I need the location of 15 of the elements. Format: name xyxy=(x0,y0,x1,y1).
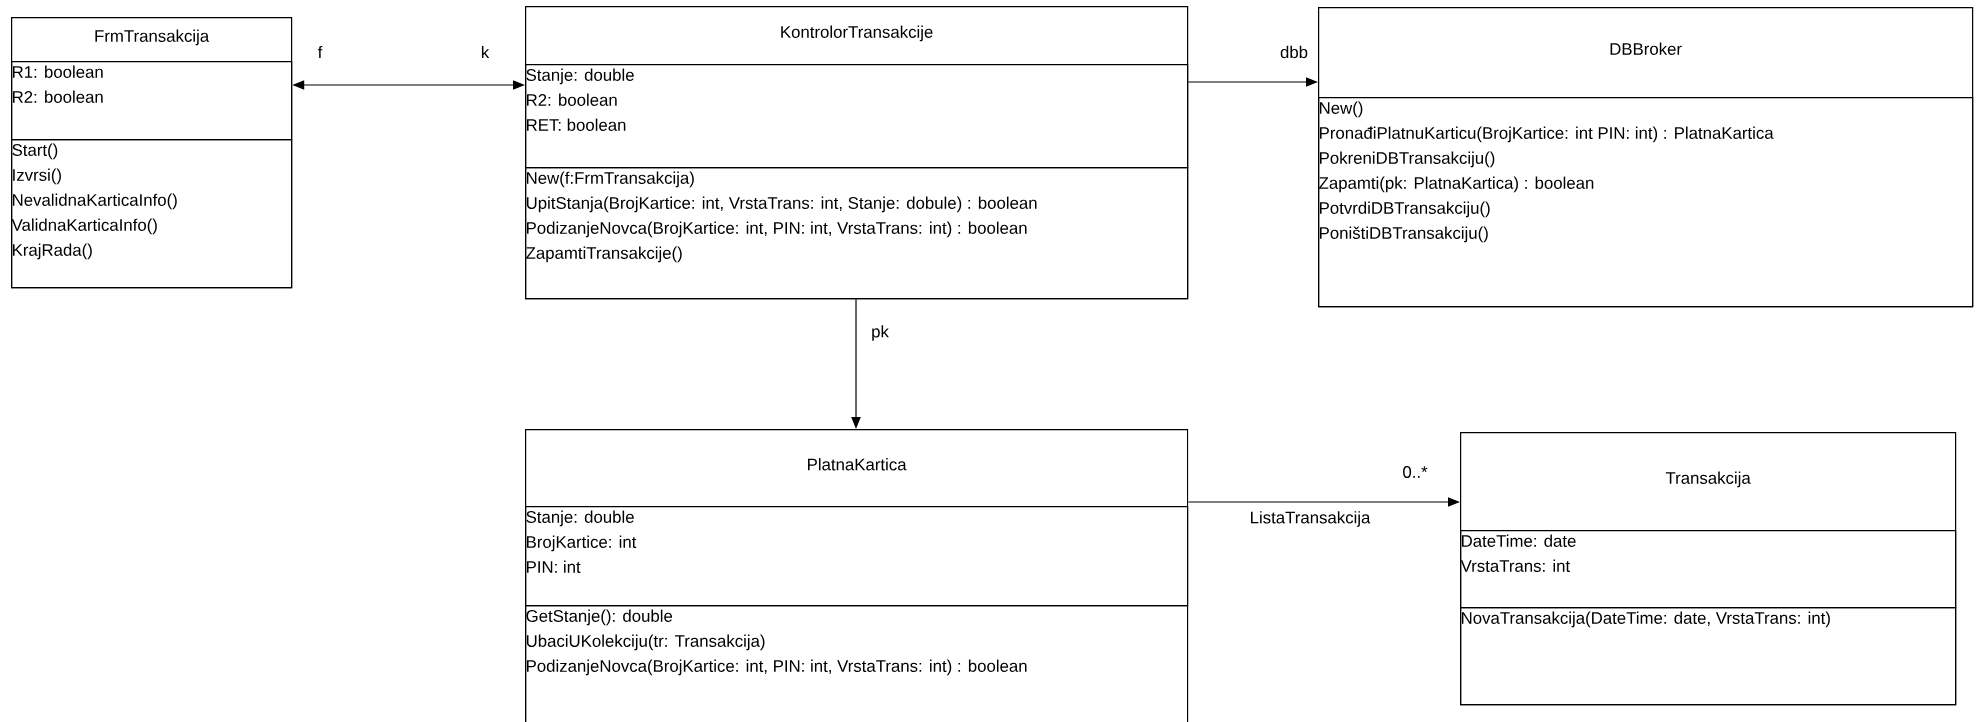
role-label: k xyxy=(481,45,490,59)
member-compartment: DateTime: date VrstaTrans: int xyxy=(1460,530,1957,609)
role-label: 0..* xyxy=(1403,466,1428,478)
member-compartment: New() PronađiPlatnuKarticu(BrojKartice: int PIN: int) : PlatnaKartica PokreniDBTransakciju() Zapamti(pk: PlatnaKartica) : boolean PotvrdiDBTransakciju() PoništiDBTransakciju() xyxy=(1318,97,1974,308)
member-compartment: New(f:FrmTransakcija) UpitStanja(BrojKartice: int, VrstaTrans: int, Stanje: dobule) : boolean PodizanjeNovca(BrojKartice: int, PIN: int, VrstaTrans: int) : boolean ZapamtiTransakcije() xyxy=(525,167,1189,300)
edge-label: ListaTransakcija xyxy=(1251,511,1371,527)
member-compartment: NovaTransakcija(DateTime: date, VrstaTrans: int) xyxy=(1460,607,1957,706)
member-compartment: GetStanje(): double UbaciUKolekciju(tr: Transakcija) PodizanjeNovca(BrojKartice: int, PIN: int, VrstaTrans: int) : boolean xyxy=(525,605,1189,722)
role-label: f xyxy=(317,45,323,59)
member-compartment: Start() Izvrsi() NevalidnaKarticaInfo() ValidnaKarticaInfo() KrajRada() xyxy=(11,139,293,289)
member-compartment: Stanje: double BrojKartice: int PIN: int xyxy=(525,506,1189,607)
edge-label: pk xyxy=(872,325,889,341)
member-compartment: Stanje: double R2: boolean RET: boolean xyxy=(525,64,1189,169)
member-compartment: R1: boolean R2: boolean xyxy=(11,61,293,141)
edge-label: dbb xyxy=(1280,45,1308,59)
